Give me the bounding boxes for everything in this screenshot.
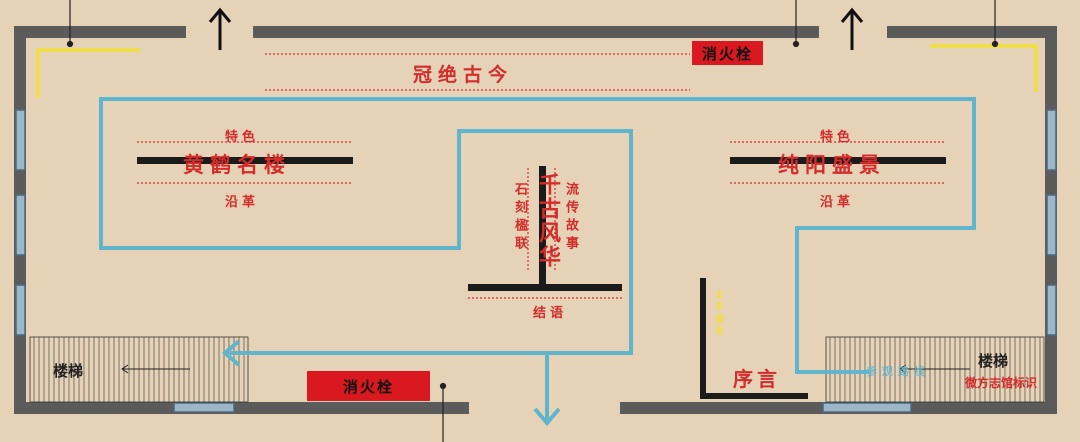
- stair-arrows: [121, 364, 970, 374]
- stairs-left-label: 楼梯: [53, 362, 84, 380]
- left-section-top-label: 特色: [225, 130, 260, 145]
- hydrant-top-right: 消火栓: [692, 41, 763, 65]
- right-section-bottom-label: 沿革: [820, 195, 855, 210]
- hydrant-bottom-left: 消火栓: [307, 371, 430, 401]
- left-section-bottom-label: 沿革: [225, 195, 260, 210]
- stairs-right-label: 楼梯: [978, 352, 1009, 370]
- entrance-hint: 参观路线: [866, 365, 930, 378]
- left-section-title: 黄鹤名楼: [183, 153, 291, 177]
- visitor-route: [99, 97, 976, 427]
- center-left-side-label: 石刻楹联: [512, 182, 527, 254]
- title-dotted-lines: [137, 53, 946, 299]
- exit-arrow-right: [840, 7, 864, 50]
- hall-title: 冠绝古今: [413, 64, 514, 86]
- right-section-title: 纯阳盛景: [778, 153, 886, 177]
- center-bottom-label: 结语: [533, 306, 568, 321]
- exit-arrow-left: [208, 7, 232, 50]
- preface-vertical-note: 太平盛世: [713, 290, 723, 338]
- center-right-side-label: 流传故事: [563, 182, 578, 254]
- center-section-title: 千古风华: [535, 173, 560, 269]
- pointer-lines: [66, 0, 999, 442]
- display-walls: [137, 157, 946, 399]
- right-section-top-label: 特色: [820, 130, 855, 145]
- preface-label: 序言: [733, 367, 781, 391]
- windows: [15, 109, 1057, 413]
- yellow-markers: [36, 44, 1038, 98]
- watermark-logo: 微方志馆标识: [965, 376, 1038, 390]
